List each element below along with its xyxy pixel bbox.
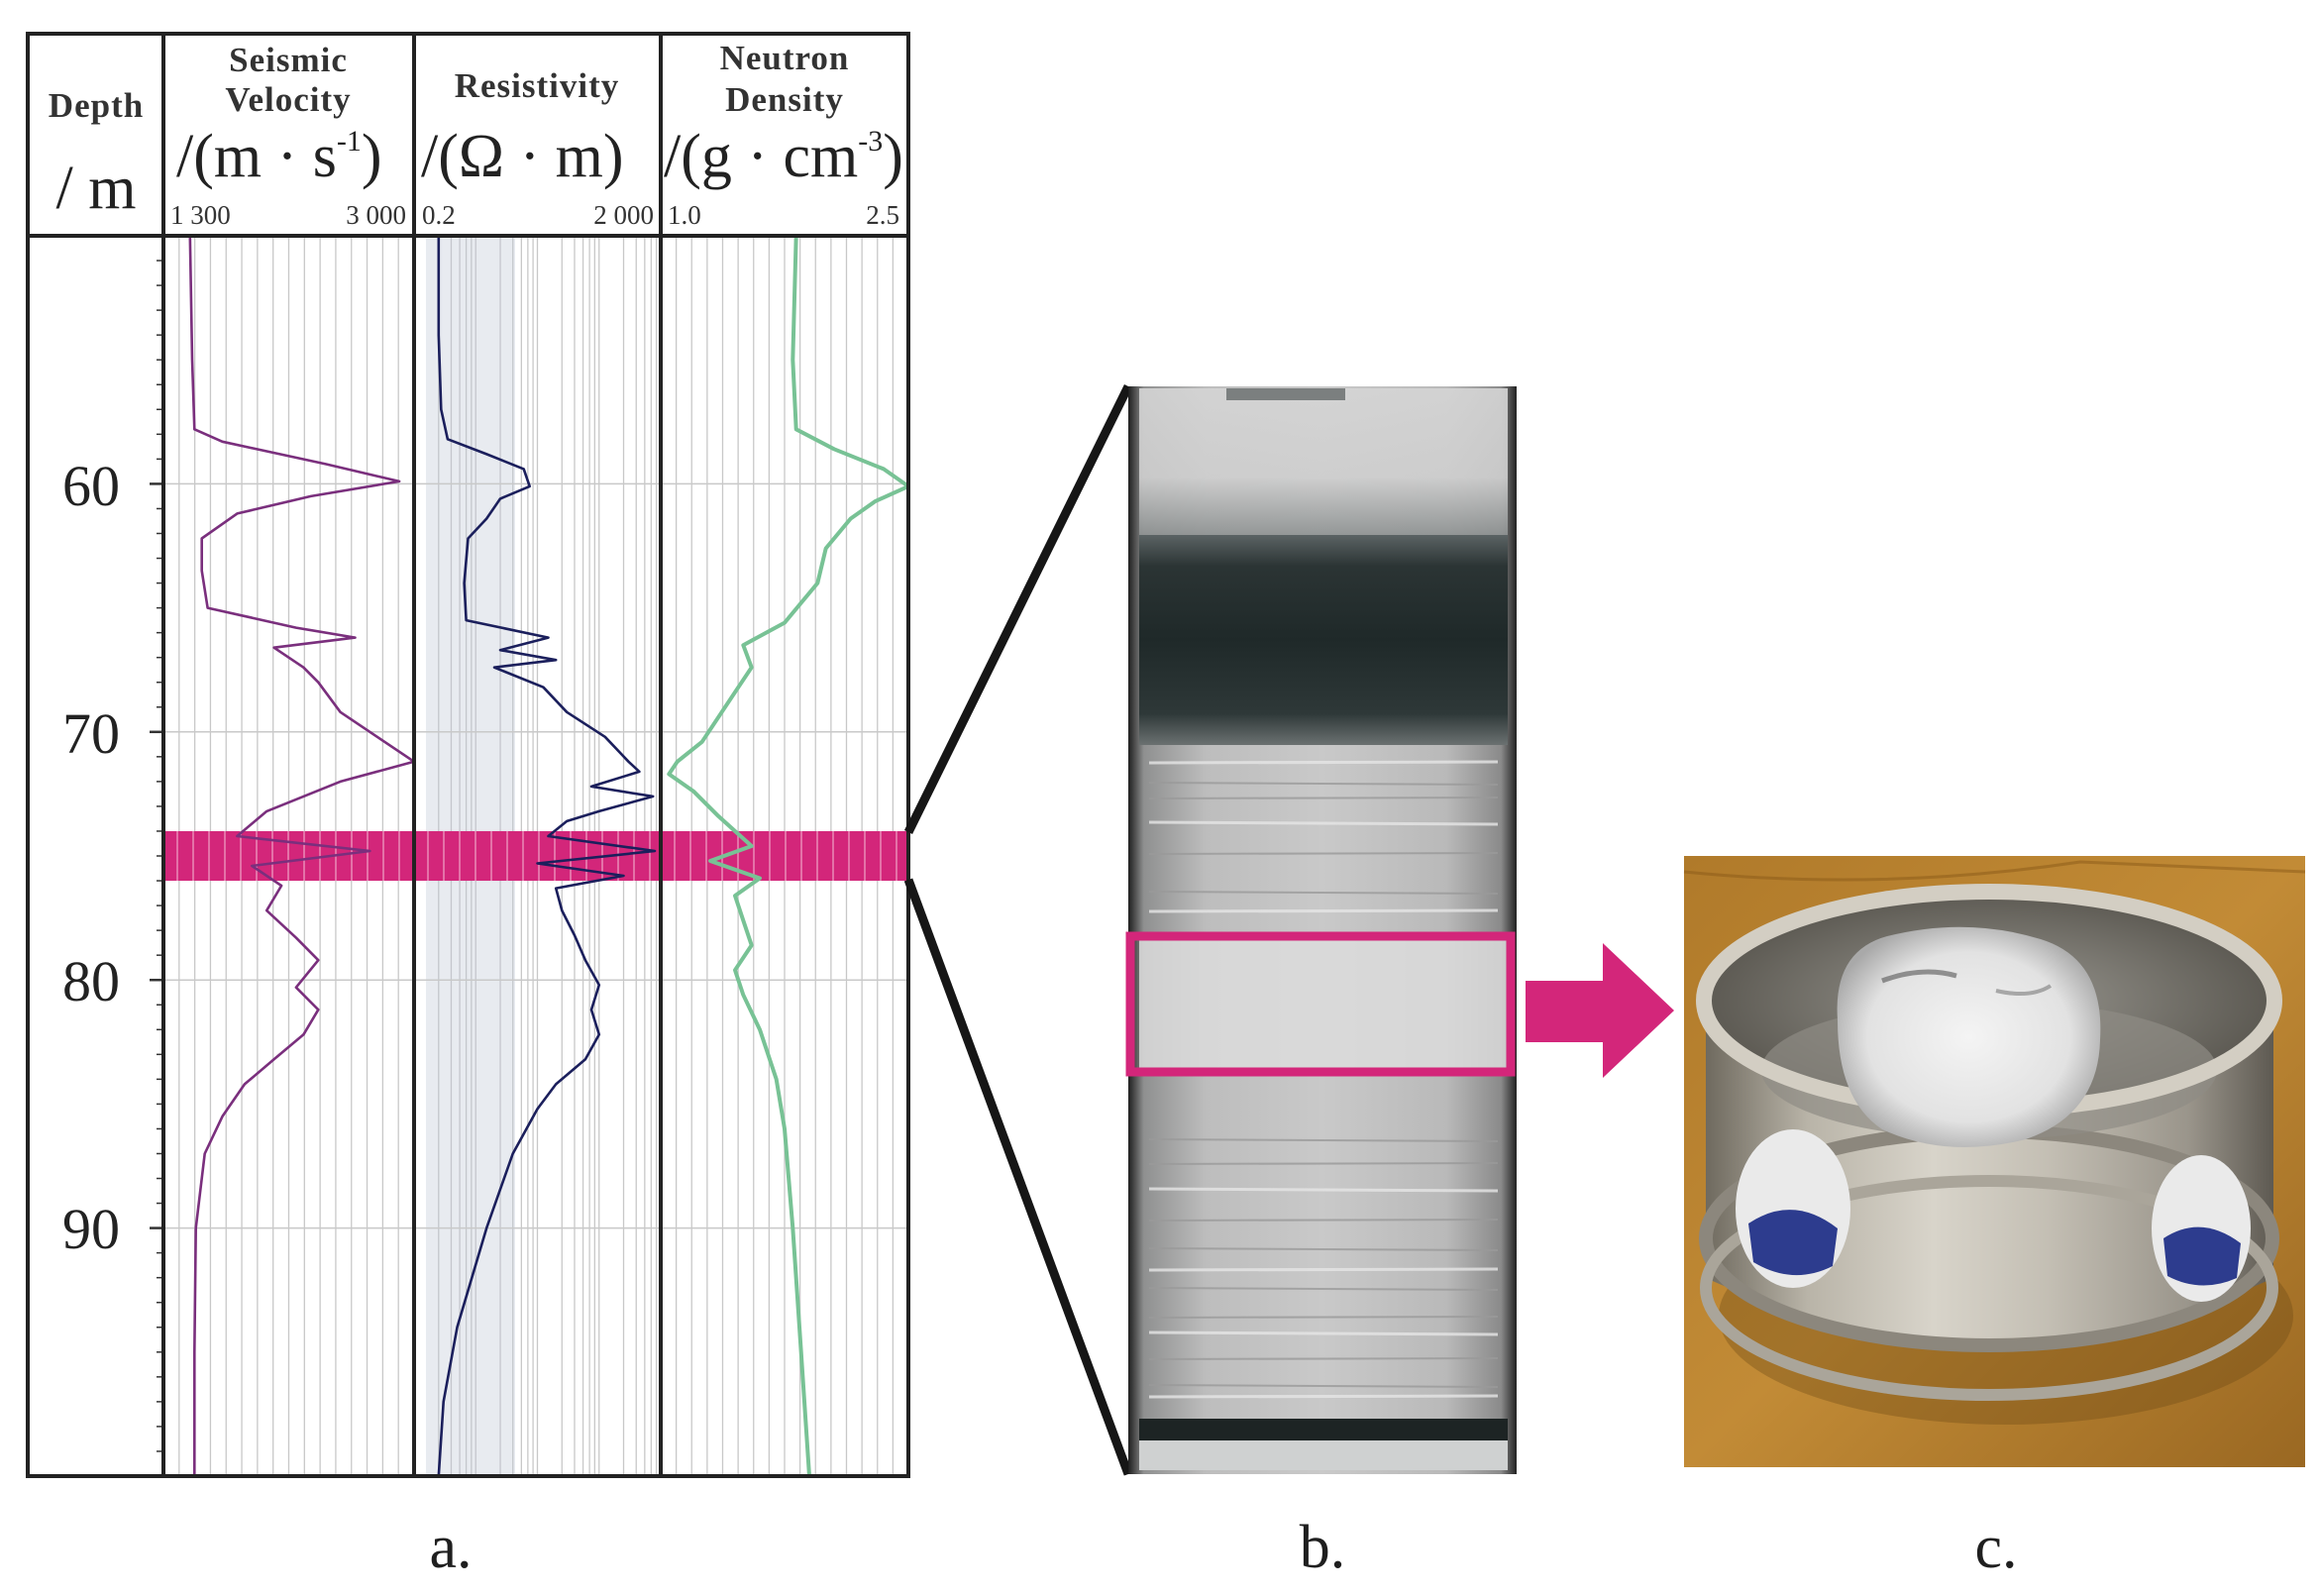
core-streak <box>1148 1162 1499 1165</box>
resistivity-header-unit: /(Ω · m) <box>421 123 623 190</box>
seismic-header-line2: Velocity <box>225 80 351 119</box>
hydrate-sample-photo <box>1683 856 2306 1467</box>
core-streak <box>1148 1316 1499 1319</box>
core-streak <box>1148 1187 1499 1193</box>
core-streak <box>1148 1394 1499 1399</box>
curve-seismic-velocity <box>188 236 416 1476</box>
well-log-panel: Depth / m Seismic Velocity /(m · s-1) 1 … <box>26 32 1133 1478</box>
core-streak <box>1148 852 1499 855</box>
core-streak <box>1148 1330 1499 1336</box>
core-dark-sediment <box>1139 535 1508 745</box>
core-streak <box>1148 820 1499 826</box>
density-header-line2: Density <box>725 80 844 119</box>
seismic-header-line1: Seismic <box>229 41 348 79</box>
core-streak <box>1148 1219 1499 1222</box>
panel-label-b: b. <box>1300 1514 1346 1581</box>
arrow-icon <box>1526 943 1674 1078</box>
resistivity-range-max: 2 000 <box>593 200 654 230</box>
wood-grain <box>1683 860 2306 882</box>
depth-label-60: 60 <box>62 454 120 518</box>
panel-label-a: a. <box>429 1514 472 1581</box>
core-highlight-box <box>1125 931 1516 1077</box>
core-top-section <box>1139 388 1508 537</box>
density-header-line1: Neutron <box>720 39 850 77</box>
sample-dark-vein-2 <box>1995 984 2053 997</box>
core-top-cap <box>1226 388 1345 400</box>
core-streak <box>1148 1287 1499 1291</box>
seismic-range-min: 1 300 <box>170 200 231 230</box>
depth-label-70: 70 <box>62 701 120 766</box>
hydrate-sample <box>1837 926 2101 1147</box>
seismic-header-unit: /(m · s-1) <box>176 123 382 190</box>
log-frame <box>26 32 910 1478</box>
density-header-unit: /(g · cm-3) <box>664 123 903 190</box>
depth-header-title: Depth <box>49 86 144 125</box>
hydrate-highlight-band <box>163 830 908 882</box>
log-curves <box>188 236 908 1476</box>
core-streak <box>1148 782 1499 786</box>
sticker-ship-left <box>1748 1210 1838 1276</box>
seismic-range-max: 3 000 <box>346 200 406 230</box>
core-hydrate-layer <box>1139 933 1508 1072</box>
core-streak <box>1148 1384 1499 1388</box>
curve-neutron-density <box>667 236 908 1476</box>
density-range-max: 2.5 <box>866 200 899 230</box>
core-bottom-dark <box>1139 1419 1508 1440</box>
resistivity-range-min: 0.2 <box>422 200 456 230</box>
core-streak <box>1148 1247 1499 1251</box>
core-streak <box>1148 891 1499 895</box>
core-streak <box>1148 1357 1499 1360</box>
depth-header-unit: / m <box>56 155 137 222</box>
core-scan-panel <box>1125 386 1674 1474</box>
panel-label-c: c. <box>1974 1514 2017 1581</box>
density-range-min: 1.0 <box>668 200 701 230</box>
depth-label-80: 80 <box>62 949 120 1013</box>
curve-resistivity <box>437 236 657 1476</box>
connector-line-bottom <box>903 878 1133 1476</box>
connector-line-top <box>903 384 1133 834</box>
depth-label-90: 90 <box>62 1197 120 1261</box>
sticker-ship-right <box>2163 1226 2241 1286</box>
resistivity-header-line1: Resistivity <box>455 66 620 105</box>
core-streak <box>1148 1138 1499 1142</box>
can-base-rim <box>1700 1175 2278 1401</box>
depth-ticks <box>150 234 163 1478</box>
core-streak <box>1148 760 1499 765</box>
core-streak <box>1148 1267 1499 1272</box>
core-streak <box>1148 908 1499 913</box>
sample-dark-vein <box>1881 969 1957 984</box>
core-bottom-end <box>1139 1440 1508 1470</box>
core-layer-streaks <box>1148 760 1499 1399</box>
